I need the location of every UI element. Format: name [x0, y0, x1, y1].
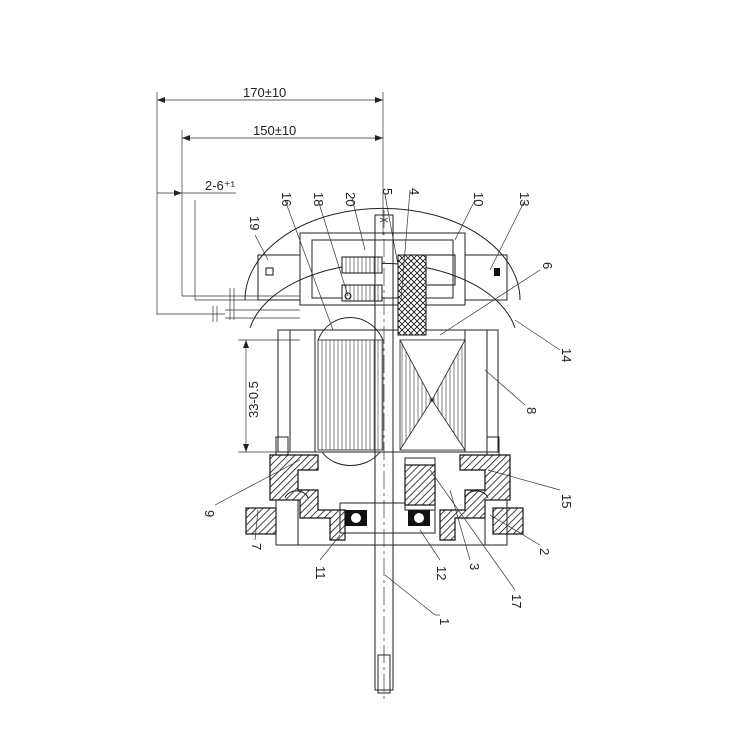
part-label-10: 10: [471, 192, 486, 206]
part-label-15: 15: [559, 494, 574, 508]
stator: [275, 329, 500, 456]
dim-strip-length: 2-6⁺¹: [205, 178, 236, 193]
shaft: [374, 210, 394, 700]
part-label-13: 13: [517, 192, 532, 206]
bearing: [339, 457, 436, 534]
part-label-5: 5: [380, 188, 395, 195]
lead-wires: [157, 200, 300, 322]
dim-overall-lead-length: 170±10: [243, 85, 286, 100]
end-cover: [245, 454, 524, 546]
part-label-18: 18: [311, 192, 326, 206]
part-label-17: 17: [509, 594, 524, 608]
dim-lead-length: 150±10: [253, 123, 296, 138]
part-label-4: 4: [407, 188, 422, 195]
part-label-2: 2: [537, 548, 552, 555]
dim-stack-height: 33-0.5: [246, 381, 261, 418]
brush-assembly: [341, 254, 456, 302]
brush-bracket: [244, 207, 521, 329]
part-label-20: 20: [343, 192, 358, 206]
part-label-16: 16: [279, 192, 294, 206]
part-label-19: 19: [247, 216, 262, 230]
part-label-7: 7: [249, 543, 264, 550]
part-label-8: 8: [524, 407, 539, 414]
part-label-9: 9: [202, 510, 217, 517]
part-label-3: 3: [467, 563, 482, 570]
part-label-12: 12: [434, 566, 449, 580]
part-label-14: 14: [559, 348, 574, 362]
part-labels: 1 2 3 4 5 6 7 8 9 10 11 12 13 14 15 16 1…: [202, 188, 574, 625]
leader-lines: [214, 189, 561, 616]
part-label-6: 6: [540, 262, 555, 269]
dimension-lines: [156, 92, 384, 453]
part-label-1: 1: [437, 618, 452, 625]
part-label-11: 11: [313, 566, 328, 580]
field-winding: [317, 317, 384, 466]
armature-core: [397, 254, 466, 451]
